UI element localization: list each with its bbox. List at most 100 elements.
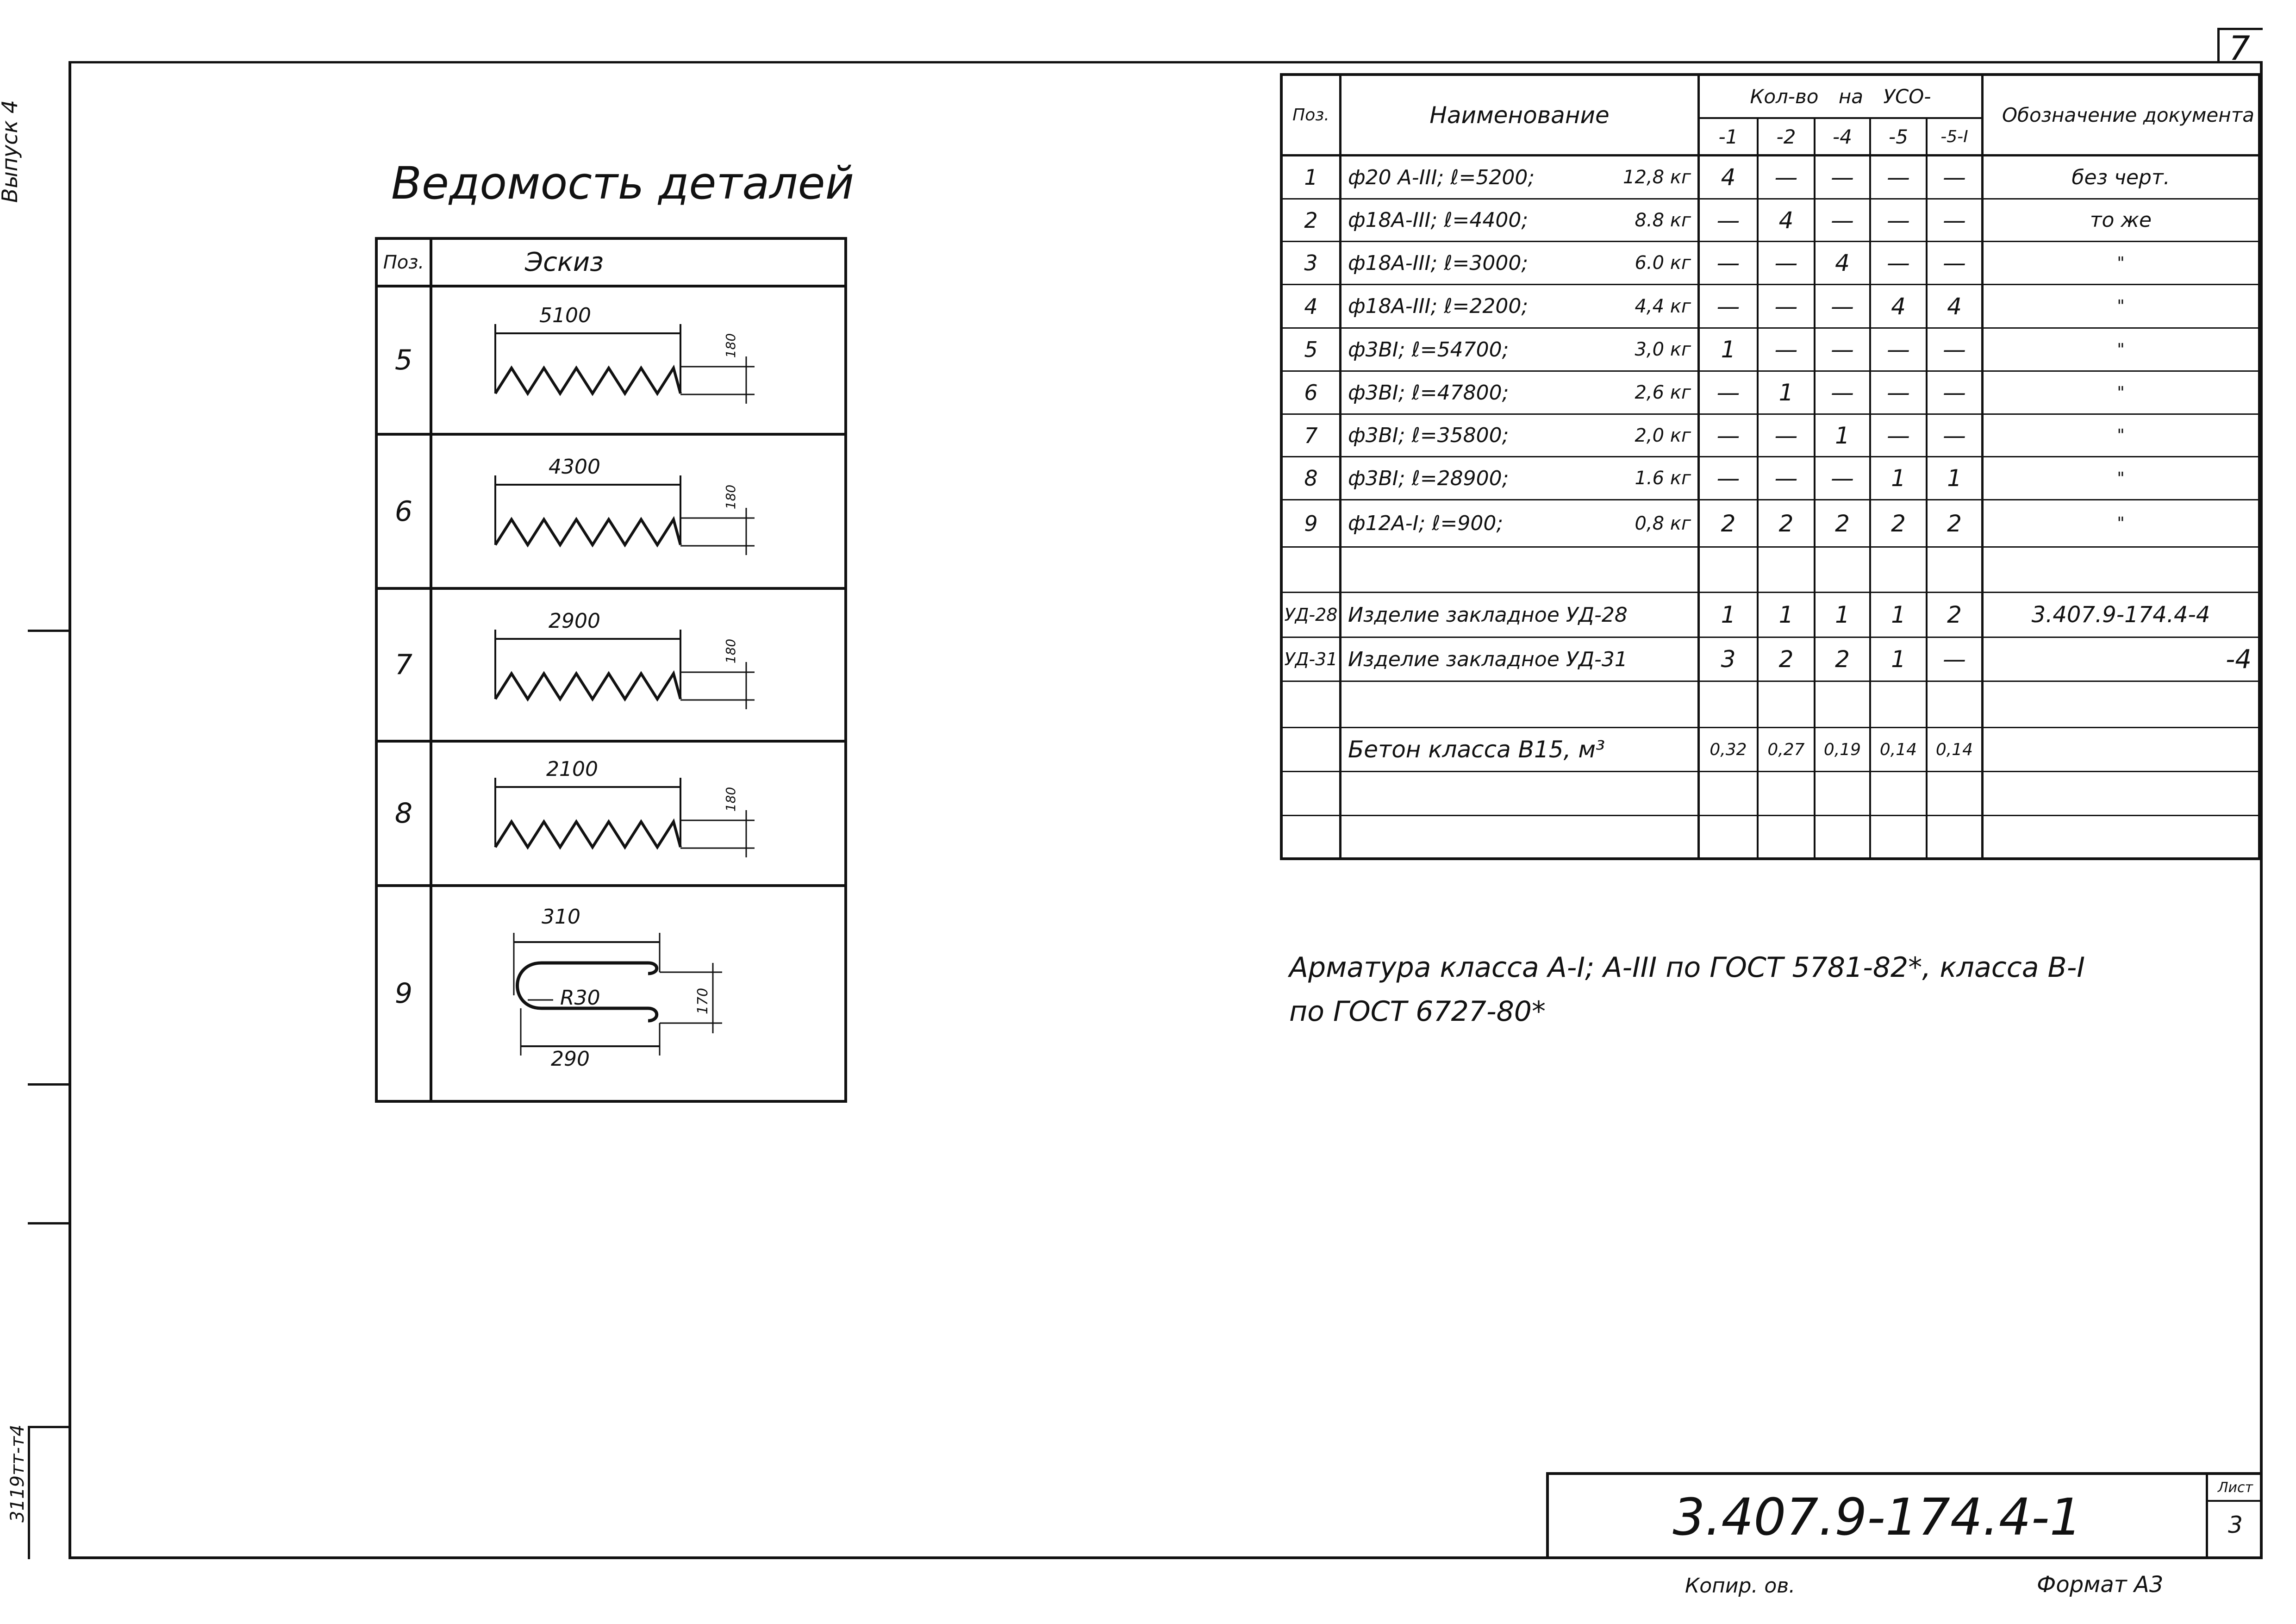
spec-qty: — bbox=[1774, 422, 1798, 449]
details-row-divider bbox=[375, 587, 847, 590]
details-row-divider bbox=[375, 285, 847, 287]
spec-pos: 3 bbox=[1304, 250, 1318, 275]
spec-row-divider bbox=[1280, 413, 2260, 415]
details-row-divider bbox=[375, 433, 847, 436]
spec-doc: " bbox=[2117, 383, 2125, 402]
spec-doc: -4 bbox=[2226, 644, 2252, 675]
spec-row-divider bbox=[1280, 154, 2260, 156]
spec-row-divider bbox=[1280, 241, 2260, 242]
spec-qty: — bbox=[1943, 336, 1966, 363]
spec-qty: — bbox=[1887, 379, 1910, 406]
details-pos: 7 bbox=[394, 649, 413, 681]
title-block bbox=[1546, 1472, 2263, 1559]
spec-mass: 6.0 кг bbox=[1635, 252, 1691, 274]
details-title: Ведомость деталей bbox=[391, 157, 854, 209]
spec-row-divider bbox=[1280, 592, 2260, 593]
spec-doc: " bbox=[2117, 514, 2125, 533]
spec-qty: 2 bbox=[1947, 510, 1962, 537]
details-col-divider bbox=[430, 237, 432, 1103]
spec-mass: 3,0 кг bbox=[1635, 339, 1691, 360]
spec-col-divider bbox=[1757, 117, 1759, 860]
spec-row-divider bbox=[1280, 727, 2260, 728]
spec-name: Бетон класса В15, м³ bbox=[1348, 736, 1605, 763]
spec-pos: УД-31 bbox=[1284, 649, 1338, 669]
details-header-pos: Поз. bbox=[383, 251, 424, 273]
spec-qty: — bbox=[1831, 465, 1854, 492]
spec-doc: 3.407.9-174.4-4 bbox=[2031, 602, 2210, 628]
spec-qty: 3 bbox=[1721, 646, 1736, 673]
spec-header-qty: Кол-во на УСО- bbox=[1750, 85, 1931, 108]
spec-qty: 0,19 bbox=[1823, 740, 1861, 759]
margin-vline bbox=[28, 1426, 30, 1559]
spec-header-doc: Обозначение документа bbox=[2002, 103, 2254, 126]
spec-name: ф3BI; ℓ=54700; bbox=[1348, 337, 1509, 362]
spec-qty: 1 bbox=[1947, 465, 1962, 492]
spec-qty: 2 bbox=[1947, 601, 1962, 628]
spec-qty: 2 bbox=[1891, 510, 1906, 537]
spec-qty: — bbox=[1716, 465, 1740, 492]
spec-pos: 8 bbox=[1304, 466, 1318, 491]
spec-qty: — bbox=[1774, 164, 1798, 191]
spec-qty: — bbox=[1887, 336, 1910, 363]
spec-table bbox=[1280, 73, 2261, 860]
spec-header-col: -5 bbox=[1889, 125, 1908, 148]
spec-doc: " bbox=[2117, 468, 2125, 488]
spec-col-divider bbox=[1926, 117, 1928, 860]
spec-qty: 1 bbox=[1891, 646, 1906, 673]
spec-qty: 1 bbox=[1778, 379, 1794, 406]
spec-doc: то же bbox=[2090, 208, 2152, 232]
spec-name: ф18А-III; ℓ=4400; bbox=[1348, 208, 1529, 232]
spec-row-divider bbox=[1280, 499, 2260, 500]
spec-qty: — bbox=[1716, 250, 1740, 276]
sketch-height: 180 bbox=[723, 638, 739, 664]
details-pos: 9 bbox=[394, 977, 413, 1010]
spec-pos: 9 bbox=[1304, 511, 1318, 536]
spec-qty: — bbox=[1716, 206, 1740, 234]
title-block-divider bbox=[2206, 1500, 2263, 1502]
spec-mass: 1.6 кг bbox=[1635, 468, 1691, 489]
spec-row-divider bbox=[1280, 681, 2260, 682]
spec-mass: 2,0 кг bbox=[1635, 425, 1691, 446]
spec-qty: — bbox=[1943, 250, 1966, 276]
spec-qty: 0,14 bbox=[1935, 740, 1973, 759]
spec-pos: УД-28 bbox=[1284, 605, 1338, 625]
spec-row-divider bbox=[1280, 815, 2260, 816]
details-header-sketch: Эскиз bbox=[525, 247, 604, 277]
spec-qty: 2 bbox=[1721, 510, 1736, 537]
margin-tick bbox=[28, 1083, 69, 1086]
spec-qty: 0,32 bbox=[1710, 740, 1747, 759]
spec-qty: — bbox=[1774, 465, 1798, 492]
zigzag-sketch bbox=[494, 324, 755, 404]
spec-qty: 1 bbox=[1721, 336, 1736, 363]
spec-qty: 1 bbox=[1835, 601, 1850, 628]
spec-header-col: -5-I bbox=[1940, 127, 1968, 146]
note-line-2: по ГОСТ 6727-80* bbox=[1289, 995, 1546, 1028]
spec-name: ф18А-III; ℓ=2200; bbox=[1348, 294, 1529, 318]
spec-col-divider bbox=[1697, 73, 1700, 860]
details-table bbox=[375, 237, 847, 1103]
spec-mass: 8.8 кг bbox=[1635, 209, 1691, 231]
margin-tick bbox=[28, 630, 69, 632]
details-row-divider bbox=[375, 740, 847, 743]
sketch-length: 5100 bbox=[539, 304, 591, 327]
spec-qty: 0,27 bbox=[1767, 740, 1805, 759]
spec-mass: 2,6 кг bbox=[1635, 382, 1691, 403]
spec-row-divider bbox=[1280, 456, 2260, 457]
sketch-height: 180 bbox=[723, 484, 739, 510]
details-row-divider bbox=[375, 884, 847, 887]
spec-pos: 5 bbox=[1304, 337, 1318, 362]
spec-qty: 4 bbox=[1721, 164, 1736, 191]
spec-col-divider bbox=[2258, 73, 2260, 860]
spec-qty: — bbox=[1831, 164, 1854, 191]
spec-qty: — bbox=[1943, 422, 1966, 449]
spec-row-divider bbox=[1280, 327, 2260, 329]
margin-tick bbox=[28, 1222, 69, 1224]
footer-format: Формат А3 bbox=[2037, 1572, 2164, 1598]
details-pos: 6 bbox=[394, 495, 413, 528]
spec-qty: 2 bbox=[1778, 646, 1794, 673]
spec-qty: — bbox=[1831, 336, 1854, 363]
spec-doc: " bbox=[2117, 297, 2125, 316]
spec-qty: — bbox=[1831, 379, 1854, 406]
spec-header-col: -4 bbox=[1833, 125, 1852, 148]
spec-qty: — bbox=[1716, 379, 1740, 406]
